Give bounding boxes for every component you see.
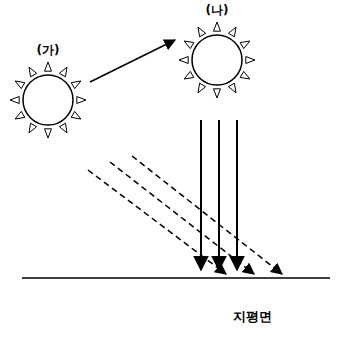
movement-arrow: [90, 40, 175, 82]
sun-node: (나): [177, 2, 257, 100]
sun-symbol: [8, 60, 88, 140]
sun-symbol: [177, 20, 257, 100]
sun-node: (가): [8, 42, 88, 140]
vertical-rays: [201, 120, 237, 270]
ground-line: [22, 277, 330, 279]
oblique-rays: [88, 156, 282, 274]
position-label: (나): [177, 2, 257, 18]
horizon-label: 지평면: [233, 308, 272, 326]
position-label: (가): [8, 42, 88, 58]
